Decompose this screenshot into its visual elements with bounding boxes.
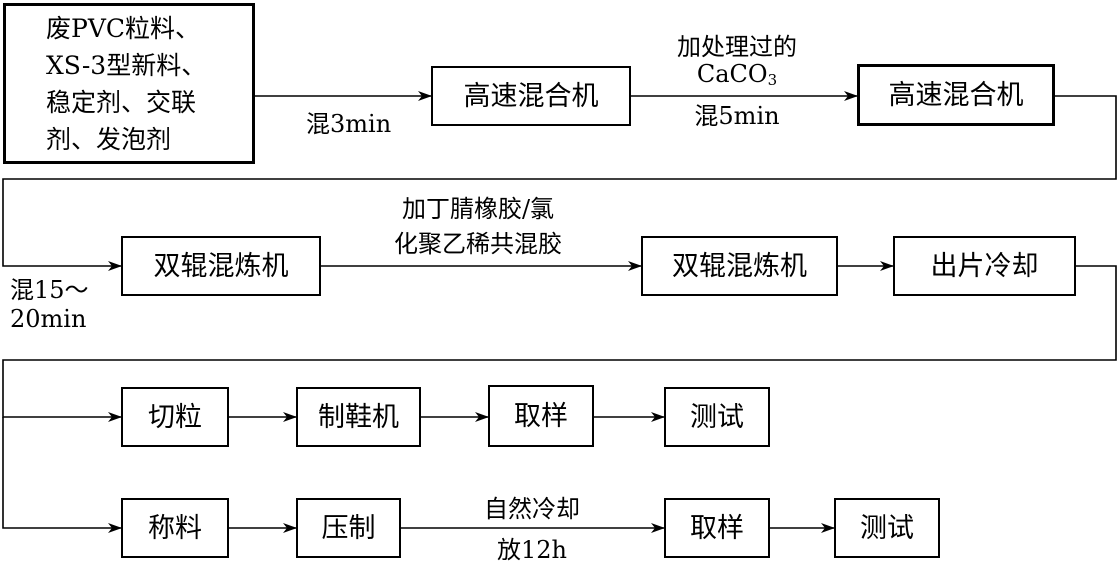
input-line-3: 稳定剂、交联 (46, 88, 197, 117)
high-speed-mixer-1: 高速混合机 (431, 66, 631, 126)
return-line-row1-row2 (2, 95, 1117, 271)
shoe-machine-box: 制鞋机 (296, 387, 421, 447)
add-caco3-label-line1: 加处理过的 (677, 33, 797, 61)
high-speed-mixer-2: 高速混合机 (857, 64, 1055, 126)
return-line-row2-row3 (2, 265, 1117, 422)
pressing-box: 压制 (296, 498, 401, 558)
natural-cooling-label: 自然冷却 (484, 495, 580, 523)
input-line-1: 废PVC粒料、 (46, 14, 201, 43)
testing-box-1: 测试 (664, 387, 770, 447)
mix-time-3min-label: 混3min (306, 110, 392, 138)
weighing-box: 称料 (121, 498, 229, 558)
testing-box-2: 测试 (834, 498, 940, 558)
input-materials-box: 废PVC粒料、 XS-3型新料、 稳定剂、交联 剂、发泡剂 (3, 3, 255, 164)
mix-time-5min-label: 混5min (694, 102, 780, 130)
rest-12h-label: 放12h (497, 536, 567, 564)
sampling-box-2: 取样 (664, 498, 770, 558)
sheet-cooling-box: 出片冷却 (893, 236, 1076, 296)
two-roll-mill-1: 双辊混炼机 (121, 236, 321, 296)
branch-line-row4 (2, 417, 122, 533)
mix-time-15-20-line1: 混15～ (10, 276, 89, 304)
mix-time-15-20-line2: 20min (10, 305, 87, 333)
input-line-4: 剂、发泡剂 (46, 125, 172, 154)
input-line-2: XS-3型新料、 (46, 51, 207, 80)
caco3-formula: CaCO3 (697, 62, 777, 88)
add-rubber-label-line2: 化聚乙稀共混胶 (394, 230, 562, 258)
caco3-subscript: 3 (767, 71, 778, 89)
two-roll-mill-2: 双辊混炼机 (641, 236, 838, 296)
caco3-base: CaCO (696, 60, 768, 88)
pelletize-box: 切粒 (121, 387, 229, 447)
add-rubber-label-line1: 加丁腈橡胶/氯 (401, 195, 555, 223)
sampling-box-1: 取样 (488, 385, 594, 447)
